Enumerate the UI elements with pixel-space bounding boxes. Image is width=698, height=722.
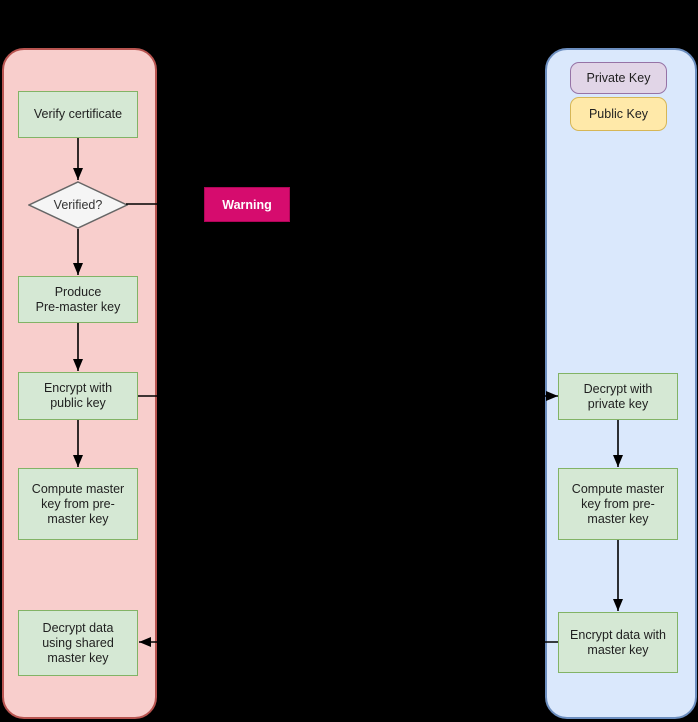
encrypt-data-node: Encrypt data with master key xyxy=(558,612,678,673)
decrypt-data-node: Decrypt data using shared master key xyxy=(18,610,138,676)
warning-node: Warning xyxy=(204,187,290,222)
client-compute-master-key-node: Compute master key from pre- master key xyxy=(18,468,138,540)
encrypt-with-public-key-node: Encrypt with public key xyxy=(18,372,138,420)
verified-decision-diamond: Verified? xyxy=(27,181,129,229)
server-compute-master-key-node: Compute master key from pre- master key xyxy=(558,468,678,540)
diamond-shape xyxy=(27,181,129,229)
decrypt-with-private-key-node: Decrypt with private key xyxy=(558,373,678,420)
verify-certificate-node: Verify certificate xyxy=(18,91,138,138)
legend-public-key: Public Key xyxy=(570,97,667,131)
diamond-label: Verified? xyxy=(53,198,103,212)
legend-private-key: Private Key xyxy=(570,62,667,94)
produce-premaster-node: Produce Pre-master key xyxy=(18,276,138,323)
